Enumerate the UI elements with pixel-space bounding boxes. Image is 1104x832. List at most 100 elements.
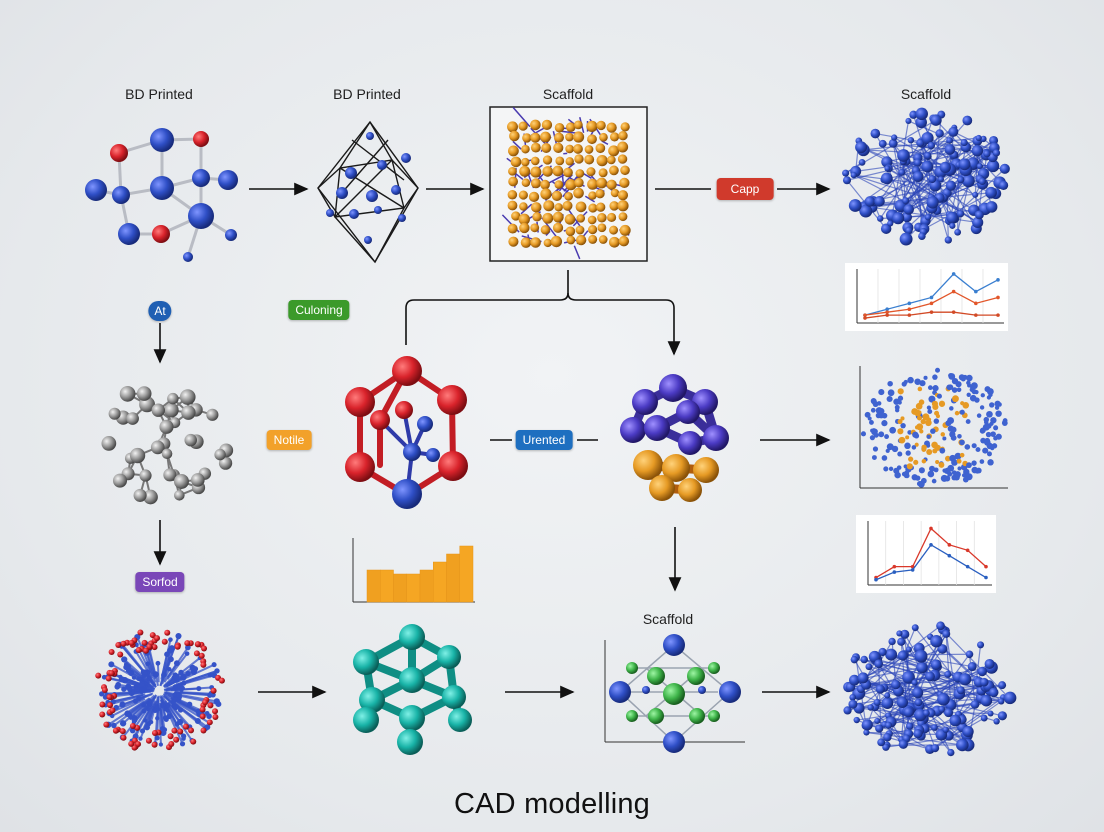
blue-atom (956, 209, 965, 218)
plot-atom (994, 400, 1001, 407)
red-atom (129, 722, 136, 729)
blue-atom (896, 696, 909, 708)
label-scaffold-3: Scaffold (642, 611, 694, 627)
red-atom (103, 721, 110, 728)
blue-atom (916, 661, 928, 674)
grey-atom (101, 436, 117, 451)
orange-atom (565, 226, 576, 237)
red-atom (117, 651, 124, 658)
blue-atom (878, 139, 887, 148)
blue-atom (998, 681, 1007, 690)
grey-atom (112, 473, 128, 488)
orange-atom (564, 192, 573, 201)
orange-atom (576, 214, 586, 223)
plot-atom (914, 442, 919, 447)
plot-atom (975, 447, 981, 453)
plot-atom (897, 419, 903, 425)
blue-atom (926, 196, 939, 209)
plot-atom (979, 405, 985, 410)
blue-atom (880, 172, 893, 185)
plot-atom (942, 468, 947, 473)
blue-atom (858, 158, 866, 166)
red-atom (108, 670, 115, 677)
grey-atom (150, 440, 165, 455)
bar (380, 569, 394, 603)
blue-atom (859, 204, 873, 218)
blue-atom (897, 637, 906, 646)
red-atom (99, 711, 106, 718)
orange-atom (508, 176, 519, 187)
blue-atom (873, 698, 881, 706)
plot-atom (959, 409, 965, 415)
orange-atom (598, 235, 608, 244)
orange-atom (541, 142, 552, 153)
chart-point (907, 301, 912, 306)
blue-atom (911, 624, 919, 632)
line-chart-right (856, 515, 996, 593)
plot-atom (876, 401, 882, 406)
orange-atom (519, 202, 528, 211)
red-atom (207, 702, 214, 709)
plot-atom (949, 406, 954, 411)
orange-atom (597, 223, 607, 233)
plot-atom (917, 386, 923, 392)
blue-atom (914, 649, 928, 663)
blue-atom (949, 714, 962, 727)
blue-atom (957, 176, 965, 184)
orange-atom (507, 200, 518, 211)
red-atom (142, 647, 149, 654)
blue-atom (848, 199, 862, 212)
plot-atom (940, 474, 948, 482)
plot-atom (884, 434, 890, 440)
chart-point (929, 526, 933, 531)
plot-atom (916, 481, 923, 487)
chart-point (892, 564, 897, 569)
plot-atom (925, 419, 932, 427)
plot-atom (921, 444, 927, 451)
blue-atom (980, 694, 993, 707)
orange-atom (554, 180, 564, 189)
blue-atom (865, 663, 873, 671)
blue-atom (887, 220, 894, 227)
orange-atom (530, 156, 540, 166)
orange-atom (508, 236, 519, 247)
blue-atom (878, 647, 887, 657)
red-atom (174, 643, 181, 650)
plot-atom (878, 389, 885, 396)
blue-atom (979, 677, 989, 687)
orange-atom (530, 142, 541, 153)
blue-atom (985, 201, 998, 213)
orange-atom (553, 132, 564, 143)
orange-atom (562, 200, 573, 211)
plot-atom (881, 420, 888, 427)
orange-atom (518, 190, 528, 200)
orange-atom (541, 119, 553, 131)
orange-atom (511, 211, 521, 221)
plot-atom (966, 392, 971, 397)
label-scaffold-1: Scaffold (542, 86, 594, 102)
blue-atom (891, 679, 901, 690)
blue-atom (925, 671, 935, 682)
plot-atom (958, 374, 965, 381)
plot-atom (913, 459, 919, 465)
red-atom (161, 638, 168, 645)
plot-atom (956, 387, 962, 393)
blue-atom (857, 672, 869, 684)
plot-atom (983, 439, 991, 446)
red-atom (146, 643, 153, 650)
blue-atom (921, 160, 934, 173)
orange-atom (617, 154, 628, 164)
plot-atom (926, 405, 932, 410)
blue-atom (860, 655, 868, 664)
bar (419, 569, 434, 603)
plot-atom (942, 436, 947, 441)
orange-atom (566, 235, 576, 245)
orange-atom (596, 202, 606, 212)
grey-atom (179, 389, 196, 405)
plot-atom (948, 373, 956, 380)
chart-point (996, 295, 1000, 300)
orange-atom (587, 134, 597, 145)
plot-atom (904, 442, 911, 450)
blue-atom (977, 666, 988, 677)
